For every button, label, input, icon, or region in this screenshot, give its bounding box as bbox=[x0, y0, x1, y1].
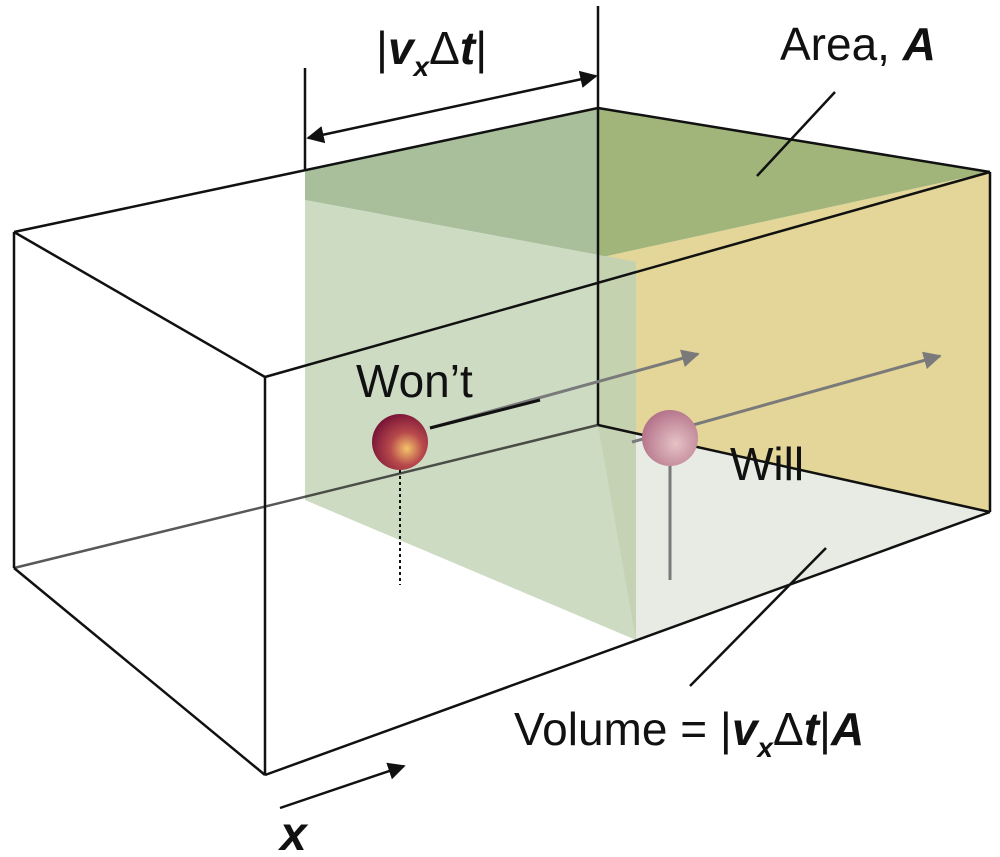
x-axis-label: x bbox=[277, 808, 309, 857]
displacement-label: |vxΔt| bbox=[376, 22, 487, 82]
will-label: Will bbox=[730, 438, 804, 490]
volume-leader-line bbox=[689, 547, 827, 687]
will-particle bbox=[642, 410, 698, 466]
area-label: Area, A bbox=[780, 18, 936, 70]
volume-label: Volume = |vxΔt|A bbox=[514, 703, 864, 763]
area-face bbox=[598, 172, 990, 512]
box-bottom-front-edge bbox=[264, 510, 991, 777]
dimension-arrow bbox=[306, 70, 598, 144]
slab-back-shade bbox=[598, 258, 636, 640]
wont-particle bbox=[372, 414, 428, 470]
wont-label: Won’t bbox=[356, 355, 473, 407]
floor-region bbox=[598, 425, 990, 640]
area-top bbox=[598, 108, 990, 258]
area-leader-line bbox=[756, 91, 836, 177]
box-top-left-edge bbox=[13, 230, 266, 379]
box-back-bottom-edge bbox=[13, 423, 599, 570]
slab-top bbox=[305, 108, 636, 262]
x-axis-arrow bbox=[279, 762, 406, 810]
box-top-front-edge bbox=[264, 170, 991, 379]
slab-front-face bbox=[305, 200, 636, 640]
wont-velocity-dark-segment bbox=[429, 398, 541, 430]
box-bottom-left-edge bbox=[13, 567, 266, 776]
box-top-right-edge bbox=[597, 106, 991, 174]
